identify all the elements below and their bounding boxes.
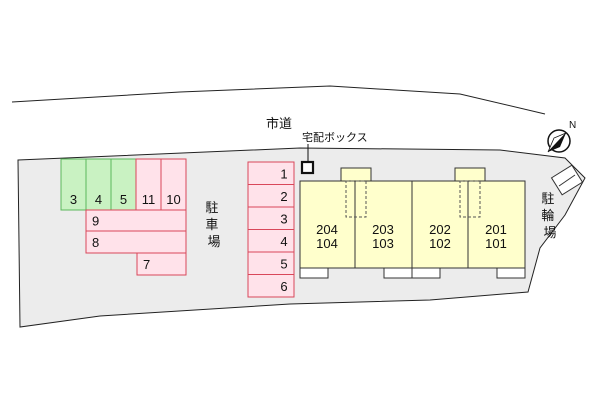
unit-number-lower: 104 (316, 236, 338, 251)
stair-core (340, 167, 372, 182)
balcony (299, 267, 329, 279)
parking-space-number: 9 (92, 214, 99, 229)
parking-space (160, 158, 187, 211)
stair-core-inner (345, 180, 367, 218)
balcony (496, 267, 526, 279)
unit-number-upper: 202 (429, 222, 451, 237)
unit-number-upper: 204 (316, 222, 338, 237)
unit-number-upper: 203 (372, 222, 394, 237)
parking-space-number: 5 (120, 192, 127, 207)
delivery-box-label: 宅配ボックス (302, 130, 368, 144)
parking-space-number: 8 (92, 235, 99, 250)
road-label: 市道 (266, 116, 292, 132)
parking-space-number: 3 (280, 211, 287, 226)
parking-space-number: 11 (142, 192, 156, 207)
balcony (411, 267, 441, 279)
north-label: N (569, 120, 576, 131)
parking-lot-right: 1 2 3 4 5 6 (247, 161, 295, 298)
north-arrow-icon: N (547, 120, 576, 153)
unit-number-lower: 102 (429, 236, 451, 251)
parking-space-number: 7 (143, 257, 150, 272)
bicycle-parking-label: 駐 輪 場 (541, 192, 558, 241)
parking-space (60, 158, 87, 211)
city-road-line (11, 85, 546, 115)
parking-space (85, 209, 187, 232)
parking-space-number: 1 (280, 166, 287, 181)
unit-number-upper: 201 (485, 222, 507, 237)
parking-space-number: 5 (280, 256, 287, 271)
stair-core (454, 167, 486, 182)
parking-label: 駐 車 場 (205, 201, 222, 250)
unit-number-lower: 103 (372, 236, 394, 251)
parking-space-number: 3 (70, 192, 77, 207)
parking-space-number: 2 (280, 189, 287, 204)
unit-number-lower: 101 (485, 236, 507, 251)
parking-space-number: 10 (166, 192, 180, 207)
bicycle-parking-mark (558, 174, 576, 187)
delivery-box (300, 160, 315, 175)
parking-space (85, 230, 187, 254)
parking-space (247, 274, 295, 298)
balcony (383, 267, 413, 279)
parking-space-number: 6 (280, 279, 287, 294)
parking-space-number: 4 (95, 192, 102, 207)
parking-lot-left: 3 4 5 11 10 9 8 7 (60, 158, 187, 276)
stair-core-inner (459, 180, 481, 218)
parking-space (136, 252, 187, 276)
parking-space-number: 4 (280, 234, 287, 249)
